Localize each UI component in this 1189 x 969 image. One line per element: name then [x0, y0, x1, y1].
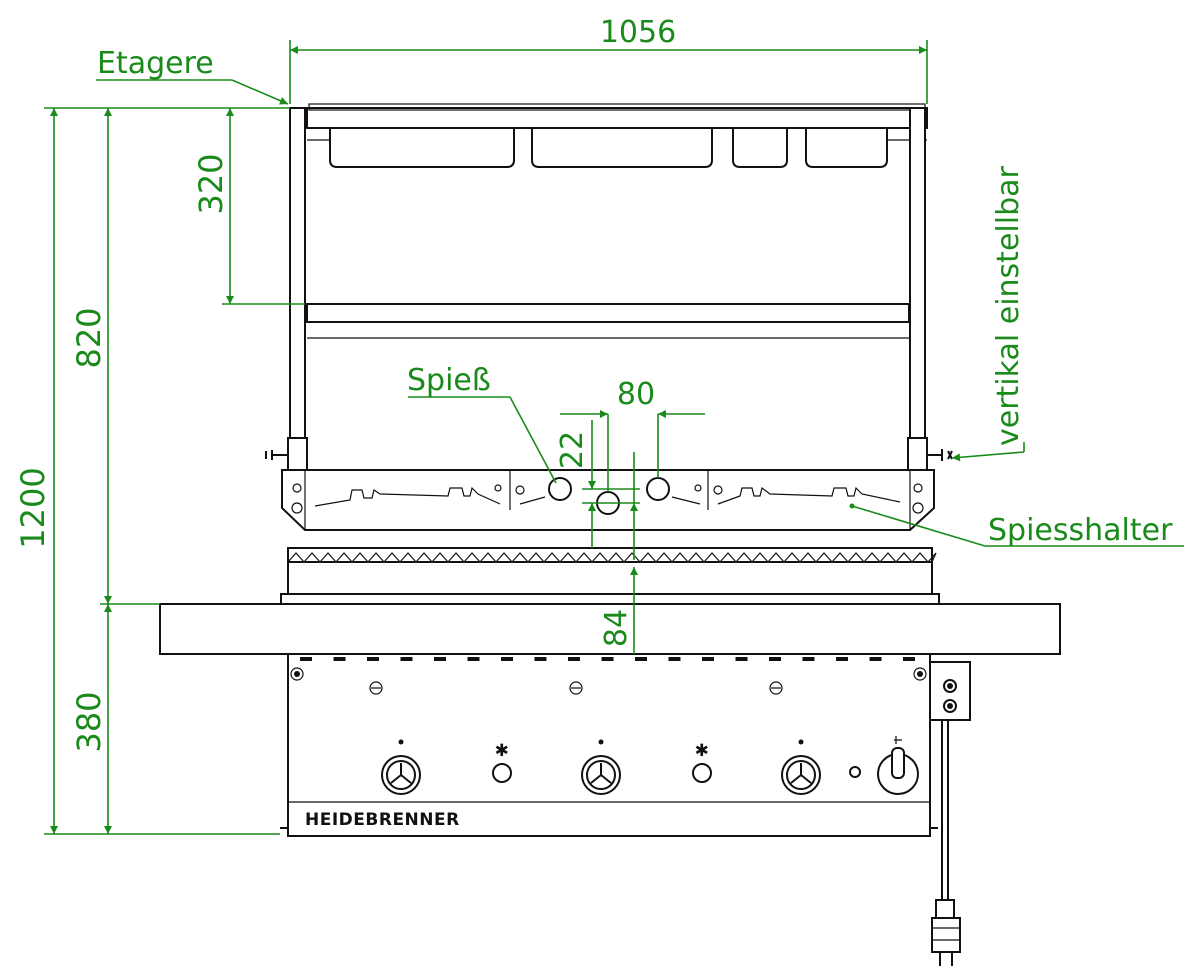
- screw-slot-icon: [369, 681, 783, 695]
- label-spiess: Spieß: [407, 363, 557, 484]
- etagere-shelf: [306, 103, 928, 168]
- svg-text:✱: ✱: [695, 741, 710, 761]
- label-vertikal-einstellbar: vertikal einstellbar: [951, 166, 1026, 462]
- svg-text:380: 380: [70, 691, 108, 752]
- svg-text:820: 820: [70, 307, 108, 368]
- vent-slot: [300, 657, 312, 661]
- dimension-spit-spacing: 80: [560, 377, 705, 492]
- grill-device: ✱ ✱ HEIDEBRENNER: [159, 103, 1061, 966]
- gas-valve-icon[interactable]: [877, 736, 919, 795]
- vent-slot: [668, 657, 681, 661]
- svg-text:Spieß: Spieß: [407, 363, 491, 398]
- vent-slot: [367, 657, 379, 661]
- vent-slot: [601, 657, 614, 661]
- dimension-spit-height: 84: [599, 452, 638, 654]
- svg-text:Etagere: Etagere: [97, 46, 214, 81]
- label-etagere: Etagere: [96, 46, 289, 105]
- svg-text:1056: 1056: [600, 15, 676, 50]
- vent-slot: [735, 657, 748, 661]
- fire-bed: [280, 547, 940, 605]
- burner-control-knob-icon[interactable]: [781, 739, 821, 795]
- vent-slot: [903, 657, 915, 661]
- middle-shelf: [306, 303, 910, 339]
- burner-control-knob-icon[interactable]: [581, 739, 621, 795]
- svg-text:✱: ✱: [495, 741, 510, 761]
- indicator-light-icon: [849, 766, 861, 778]
- svg-text:1200: 1200: [14, 467, 52, 548]
- vent-slot: [869, 657, 882, 661]
- vent-slot: [333, 657, 346, 661]
- svg-text:Spiesshalter: Spiesshalter: [988, 513, 1173, 548]
- worktop: [159, 603, 1061, 655]
- spits: [548, 477, 670, 515]
- base-housing: ✱ ✱ HEIDEBRENNER: [280, 653, 938, 837]
- vent-slot: [635, 657, 647, 661]
- vent-slot: [434, 657, 446, 661]
- dimension-height-total: 1200: [14, 107, 290, 835]
- label-spiesshalter: Spiesshalter: [849, 503, 1184, 548]
- vent-slot: [802, 657, 815, 661]
- ignition-button-icon[interactable]: ✱: [692, 741, 712, 783]
- dimension-height-upper: 820: [70, 108, 160, 605]
- power-plug-icon: [931, 899, 961, 966]
- dimension-height-lower: 380: [70, 604, 112, 834]
- junction-box: [929, 661, 971, 900]
- ignition-button-icon[interactable]: ✱: [492, 741, 512, 783]
- svg-text:22: 22: [555, 431, 590, 469]
- svg-text:80: 80: [617, 377, 655, 412]
- vent-slot: [836, 657, 848, 661]
- vent-slot: [702, 657, 714, 661]
- dimension-width-total: 1056: [289, 15, 928, 104]
- burner-control-knob-icon[interactable]: [381, 739, 421, 795]
- svg-text:vertikal einstellbar: vertikal einstellbar: [991, 166, 1026, 446]
- brand-logo: HEIDEBRENNER: [305, 810, 460, 830]
- vent-slot: [568, 657, 580, 661]
- vent-slot: [400, 657, 413, 661]
- svg-text:84: 84: [599, 609, 634, 647]
- vent-slot: [769, 657, 781, 661]
- vent-slot: [467, 657, 480, 661]
- vent-slot: [501, 657, 513, 661]
- vent-slot: [534, 657, 547, 661]
- etagere-posts: [265, 107, 953, 471]
- dimension-height-etagere: 320: [192, 108, 305, 305]
- svg-text:320: 320: [192, 153, 230, 214]
